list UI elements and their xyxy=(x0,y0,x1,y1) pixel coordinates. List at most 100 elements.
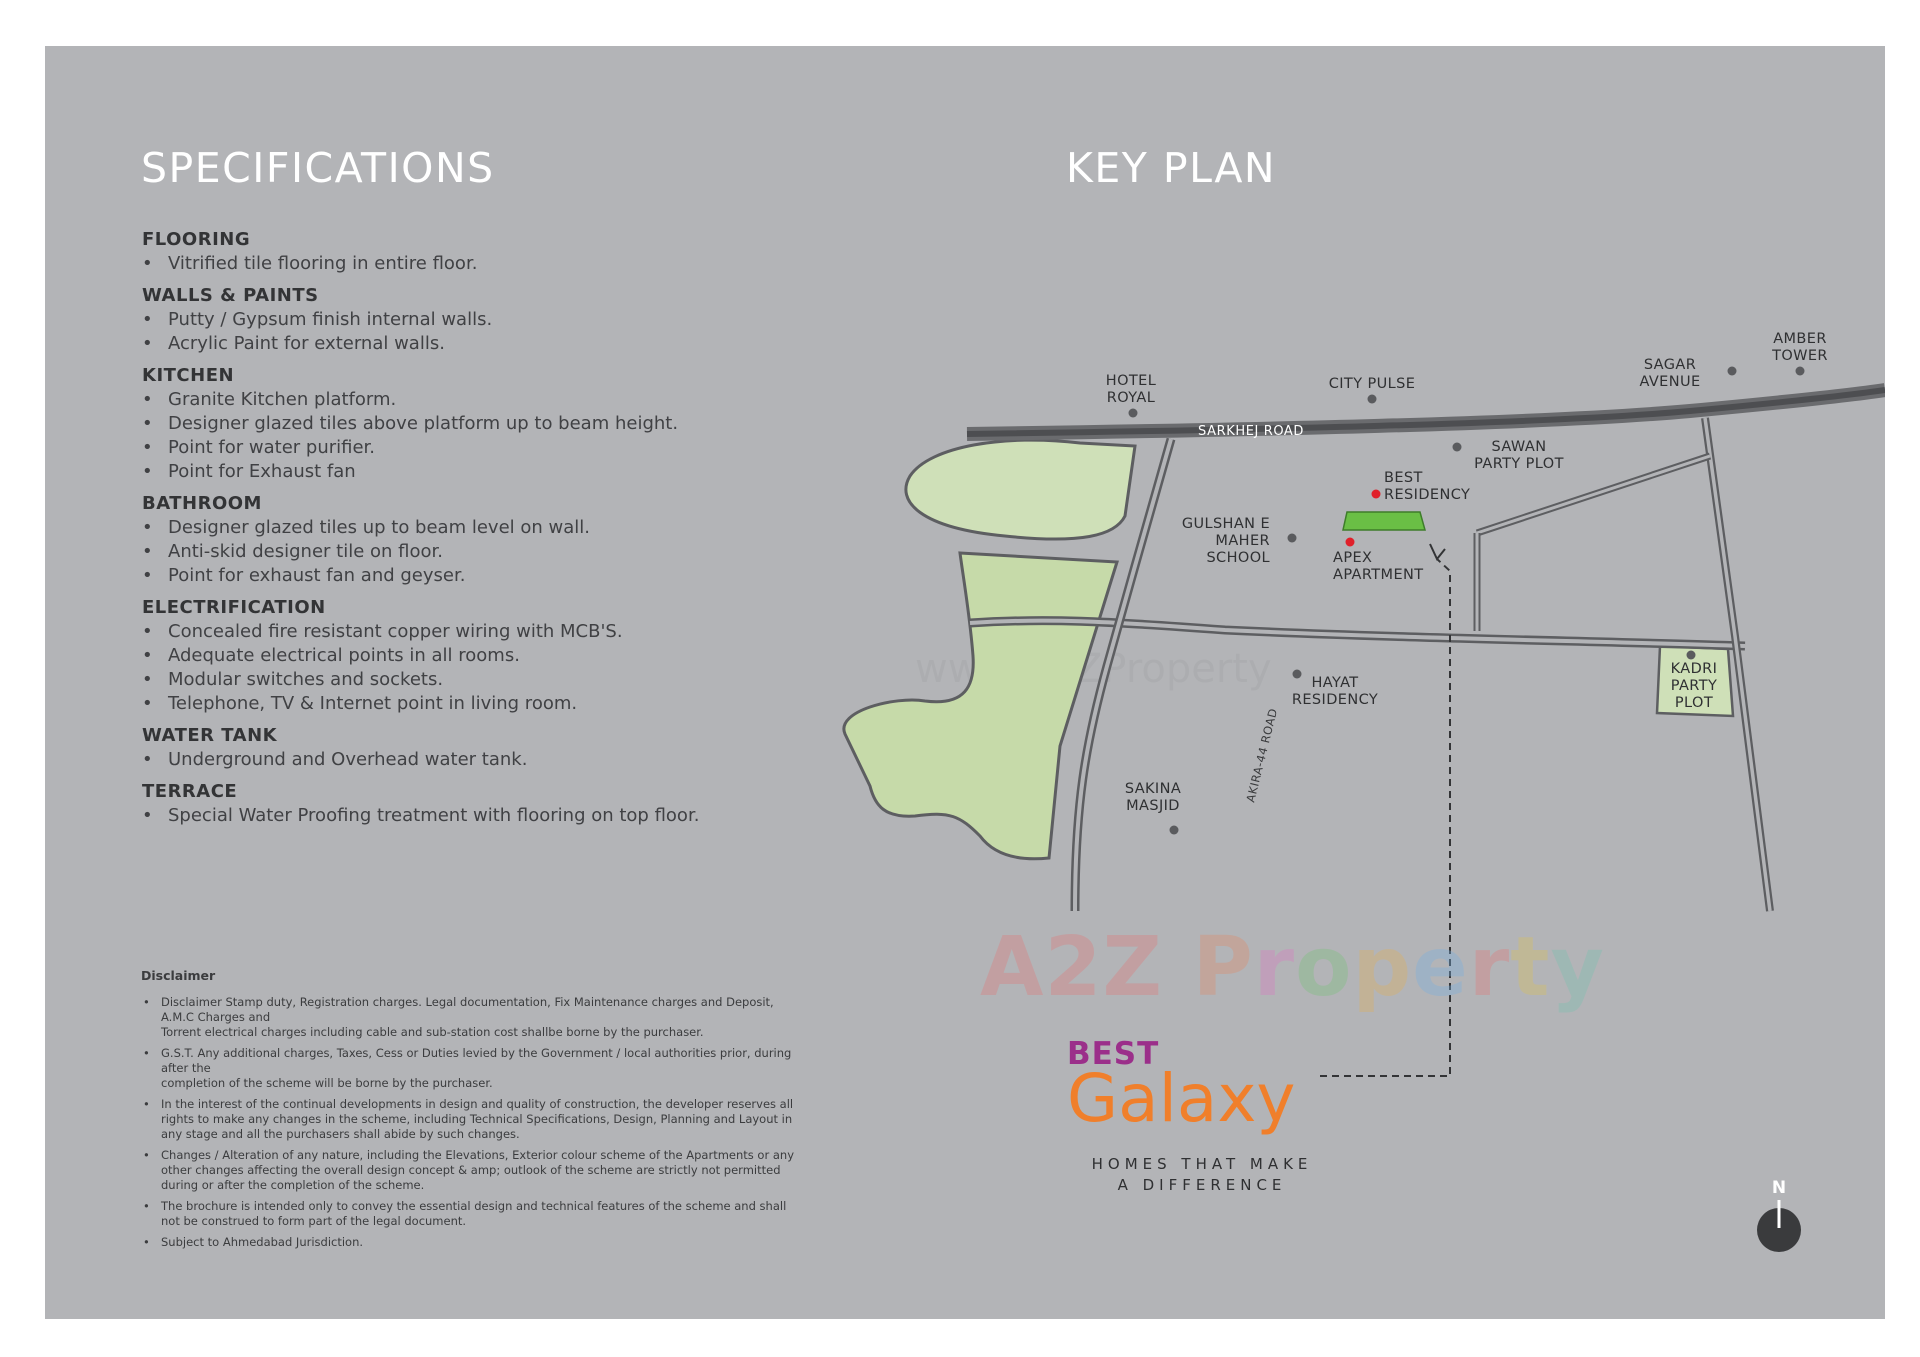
best-residency-marker xyxy=(1371,489,1381,499)
a2z-watermark: A2Z Property xyxy=(980,920,1605,1015)
disclaimer-item: In the interest of the continual develop… xyxy=(141,1097,916,1142)
hotel-royal-marker xyxy=(1128,408,1138,418)
disclaimer-item: Changes / Alteration of any nature, incl… xyxy=(141,1148,916,1193)
spec-heading: FLOORING xyxy=(142,229,251,250)
brand-name: Galaxy xyxy=(1067,1060,1296,1137)
spec-section: KITCHENGranite Kitchen platform.Designer… xyxy=(142,364,1022,484)
spec-item: Point for exhaust fan and geyser. xyxy=(142,564,1022,588)
sarkhej-road-label: SARKHEJ ROAD xyxy=(1198,424,1304,439)
hayat-marker xyxy=(1292,669,1302,679)
watermark-letter xyxy=(1163,920,1193,1015)
spec-item: Designer glazed tiles up to beam level o… xyxy=(142,516,1022,540)
watermark-letter: t xyxy=(1510,920,1551,1015)
amber-tower-label-1: AMBER xyxy=(1773,331,1827,347)
amber-tower-marker xyxy=(1795,366,1805,376)
spec-section: BATHROOMDesigner glazed tiles up to beam… xyxy=(142,492,1022,588)
apex-label-1: APEX xyxy=(1333,550,1372,566)
watermark-letter: Z xyxy=(1102,920,1163,1015)
spec-item: Modular switches and sockets. xyxy=(142,668,1022,692)
watermark-letter: r xyxy=(1468,920,1511,1015)
spec-item: Acrylic Paint for external walls. xyxy=(142,332,1022,356)
tagline-line-2: A DIFFERENCE xyxy=(1117,1176,1287,1194)
disclaimer-line: Changes / Alteration of any nature, incl… xyxy=(161,1148,794,1162)
north-label: N xyxy=(1771,1178,1787,1198)
watermark-letter: 2 xyxy=(1044,920,1103,1015)
disclaimer-line: other changes affecting the overall desi… xyxy=(161,1163,781,1177)
disclaimer-title: Disclaimer xyxy=(141,968,216,983)
spec-item: Vitrified tile flooring in entire floor. xyxy=(142,252,1022,276)
disclaimer-line: The brochure is intended only to convey … xyxy=(161,1199,787,1213)
disclaimer-line: In the interest of the continual develop… xyxy=(161,1097,794,1111)
disclaimer-item: Disclaimer Stamp duty, Registration char… xyxy=(141,995,916,1040)
brand-tagline: HOMES THAT MAKE A DIFFERENCE xyxy=(1077,1154,1327,1196)
spec-section: TERRACESpecial Water Proofing treatment … xyxy=(142,780,1022,828)
watermark-letter: o xyxy=(1295,920,1353,1015)
watermark-letter: y xyxy=(1550,920,1605,1015)
disclaimer-line: after the xyxy=(161,1061,211,1075)
spec-section: FLOORINGVitrified tile flooring in entir… xyxy=(142,228,1022,276)
kadri-marker xyxy=(1686,650,1696,660)
brochure-page: SPECIFICATIONS KEY PLAN FLOORINGVitrifie… xyxy=(45,46,1885,1319)
sakina-label-2: MASJID xyxy=(1126,798,1180,814)
kadri-label-3: PLOT xyxy=(1675,695,1713,711)
disclaimer-list: Disclaimer Stamp duty, Registration char… xyxy=(141,995,916,1250)
hayat-label-1: HAYAT xyxy=(1311,675,1358,691)
landmark-labels: HOTEL ROYAL CITY PULSE SAGAR AVENUE AMBE… xyxy=(1106,331,1828,814)
gulshan-marker xyxy=(1287,533,1297,543)
disclaimer-line: any stage and all the purchasers shall a… xyxy=(161,1127,520,1141)
hayat-label-2: RESIDENCY xyxy=(1292,692,1378,708)
sagar-avenue-label-1: SAGAR xyxy=(1644,357,1696,373)
landmark-markers xyxy=(1128,366,1805,835)
apex-label-2: APARTMENT xyxy=(1333,567,1424,583)
sakina-park xyxy=(842,551,1120,861)
compass-icon xyxy=(1757,1200,1801,1252)
spec-heading: KITCHEN xyxy=(142,365,235,386)
gulshan-label-2: MAHER xyxy=(1215,533,1270,549)
spec-item: Designer glazed tiles above platform up … xyxy=(142,412,1022,436)
disclaimer-item: G.S.T. Any additional charges, Taxes, Ce… xyxy=(141,1046,916,1091)
spec-item: Point for water purifier. xyxy=(142,436,1022,460)
spec-section: WATER TANKUnderground and Overhead water… xyxy=(142,724,1022,772)
watermark-letter: p xyxy=(1352,920,1413,1015)
disclaimer-line: G.S.T. Any additional charges, Taxes, Ce… xyxy=(161,1046,792,1060)
spec-heading: WALLS & PAINTS xyxy=(142,285,319,306)
gulshan-park xyxy=(904,438,1137,541)
key-plan-map: SARKHEJ ROAD AKIRA-44 ROAD HOTEL ROYAL C… xyxy=(842,331,1885,1077)
disclaimer-line: completion of the scheme will be borne b… xyxy=(161,1076,493,1090)
route-line xyxy=(1320,558,1451,1077)
disclaimer-line: Disclaimer Stamp duty, Registration char… xyxy=(161,995,774,1009)
sakina-marker xyxy=(1169,825,1179,835)
city-pulse-label: CITY PULSE xyxy=(1329,376,1416,392)
sagar-avenue-marker xyxy=(1727,366,1737,376)
project-site xyxy=(1342,511,1426,531)
sagar-avenue-label-2: AVENUE xyxy=(1639,374,1700,390)
disclaimer-line: Torrent electrical charges including cab… xyxy=(161,1025,704,1039)
city-pulse-marker xyxy=(1367,394,1377,404)
tagline-line-1: HOMES THAT MAKE xyxy=(1091,1155,1313,1173)
disclaimer-line: A.M.C Charges and xyxy=(161,1010,271,1024)
watermark-letter: P xyxy=(1192,920,1254,1015)
gulshan-label-3: SCHOOL xyxy=(1206,550,1270,566)
hotel-royal-label-2: ROYAL xyxy=(1107,390,1155,406)
amber-tower-label-2: TOWER xyxy=(1771,348,1828,364)
spec-item: Point for Exhaust fan xyxy=(142,460,1022,484)
north-compass: N xyxy=(1755,1178,1803,1258)
disclaimer-line: Subject to Ahmedabad Jurisdiction. xyxy=(161,1235,364,1249)
spec-item: Telephone, TV & Internet point in living… xyxy=(142,692,1022,716)
watermark-letter: r xyxy=(1253,920,1296,1015)
spec-item: Granite Kitchen platform. xyxy=(142,388,1022,412)
sakina-label-1: SAKINA xyxy=(1125,781,1181,797)
disclaimer-line: rights to make any changes in the scheme… xyxy=(161,1112,793,1126)
apex-marker xyxy=(1345,537,1355,547)
spec-heading: TERRACE xyxy=(142,781,238,802)
disclaimer-block: Disclaimer Disclaimer Stamp duty, Regist… xyxy=(141,968,916,1256)
brand-best: BEST xyxy=(1067,1036,1160,1072)
spec-item: Special Water Proofing treatment with fl… xyxy=(142,804,1022,828)
best-residency-label-1: BEST xyxy=(1384,470,1423,486)
spec-item: Putty / Gypsum finish internal walls. xyxy=(142,308,1022,332)
watermark-letter: e xyxy=(1412,920,1469,1015)
best-residency-label-2: RESIDENCY xyxy=(1384,487,1470,503)
spec-section: ELECTRIFICATIONConcealed fire resistant … xyxy=(142,596,1022,716)
watermark-letter: A xyxy=(980,920,1045,1015)
key-plan-title: KEY PLAN xyxy=(1066,144,1277,192)
